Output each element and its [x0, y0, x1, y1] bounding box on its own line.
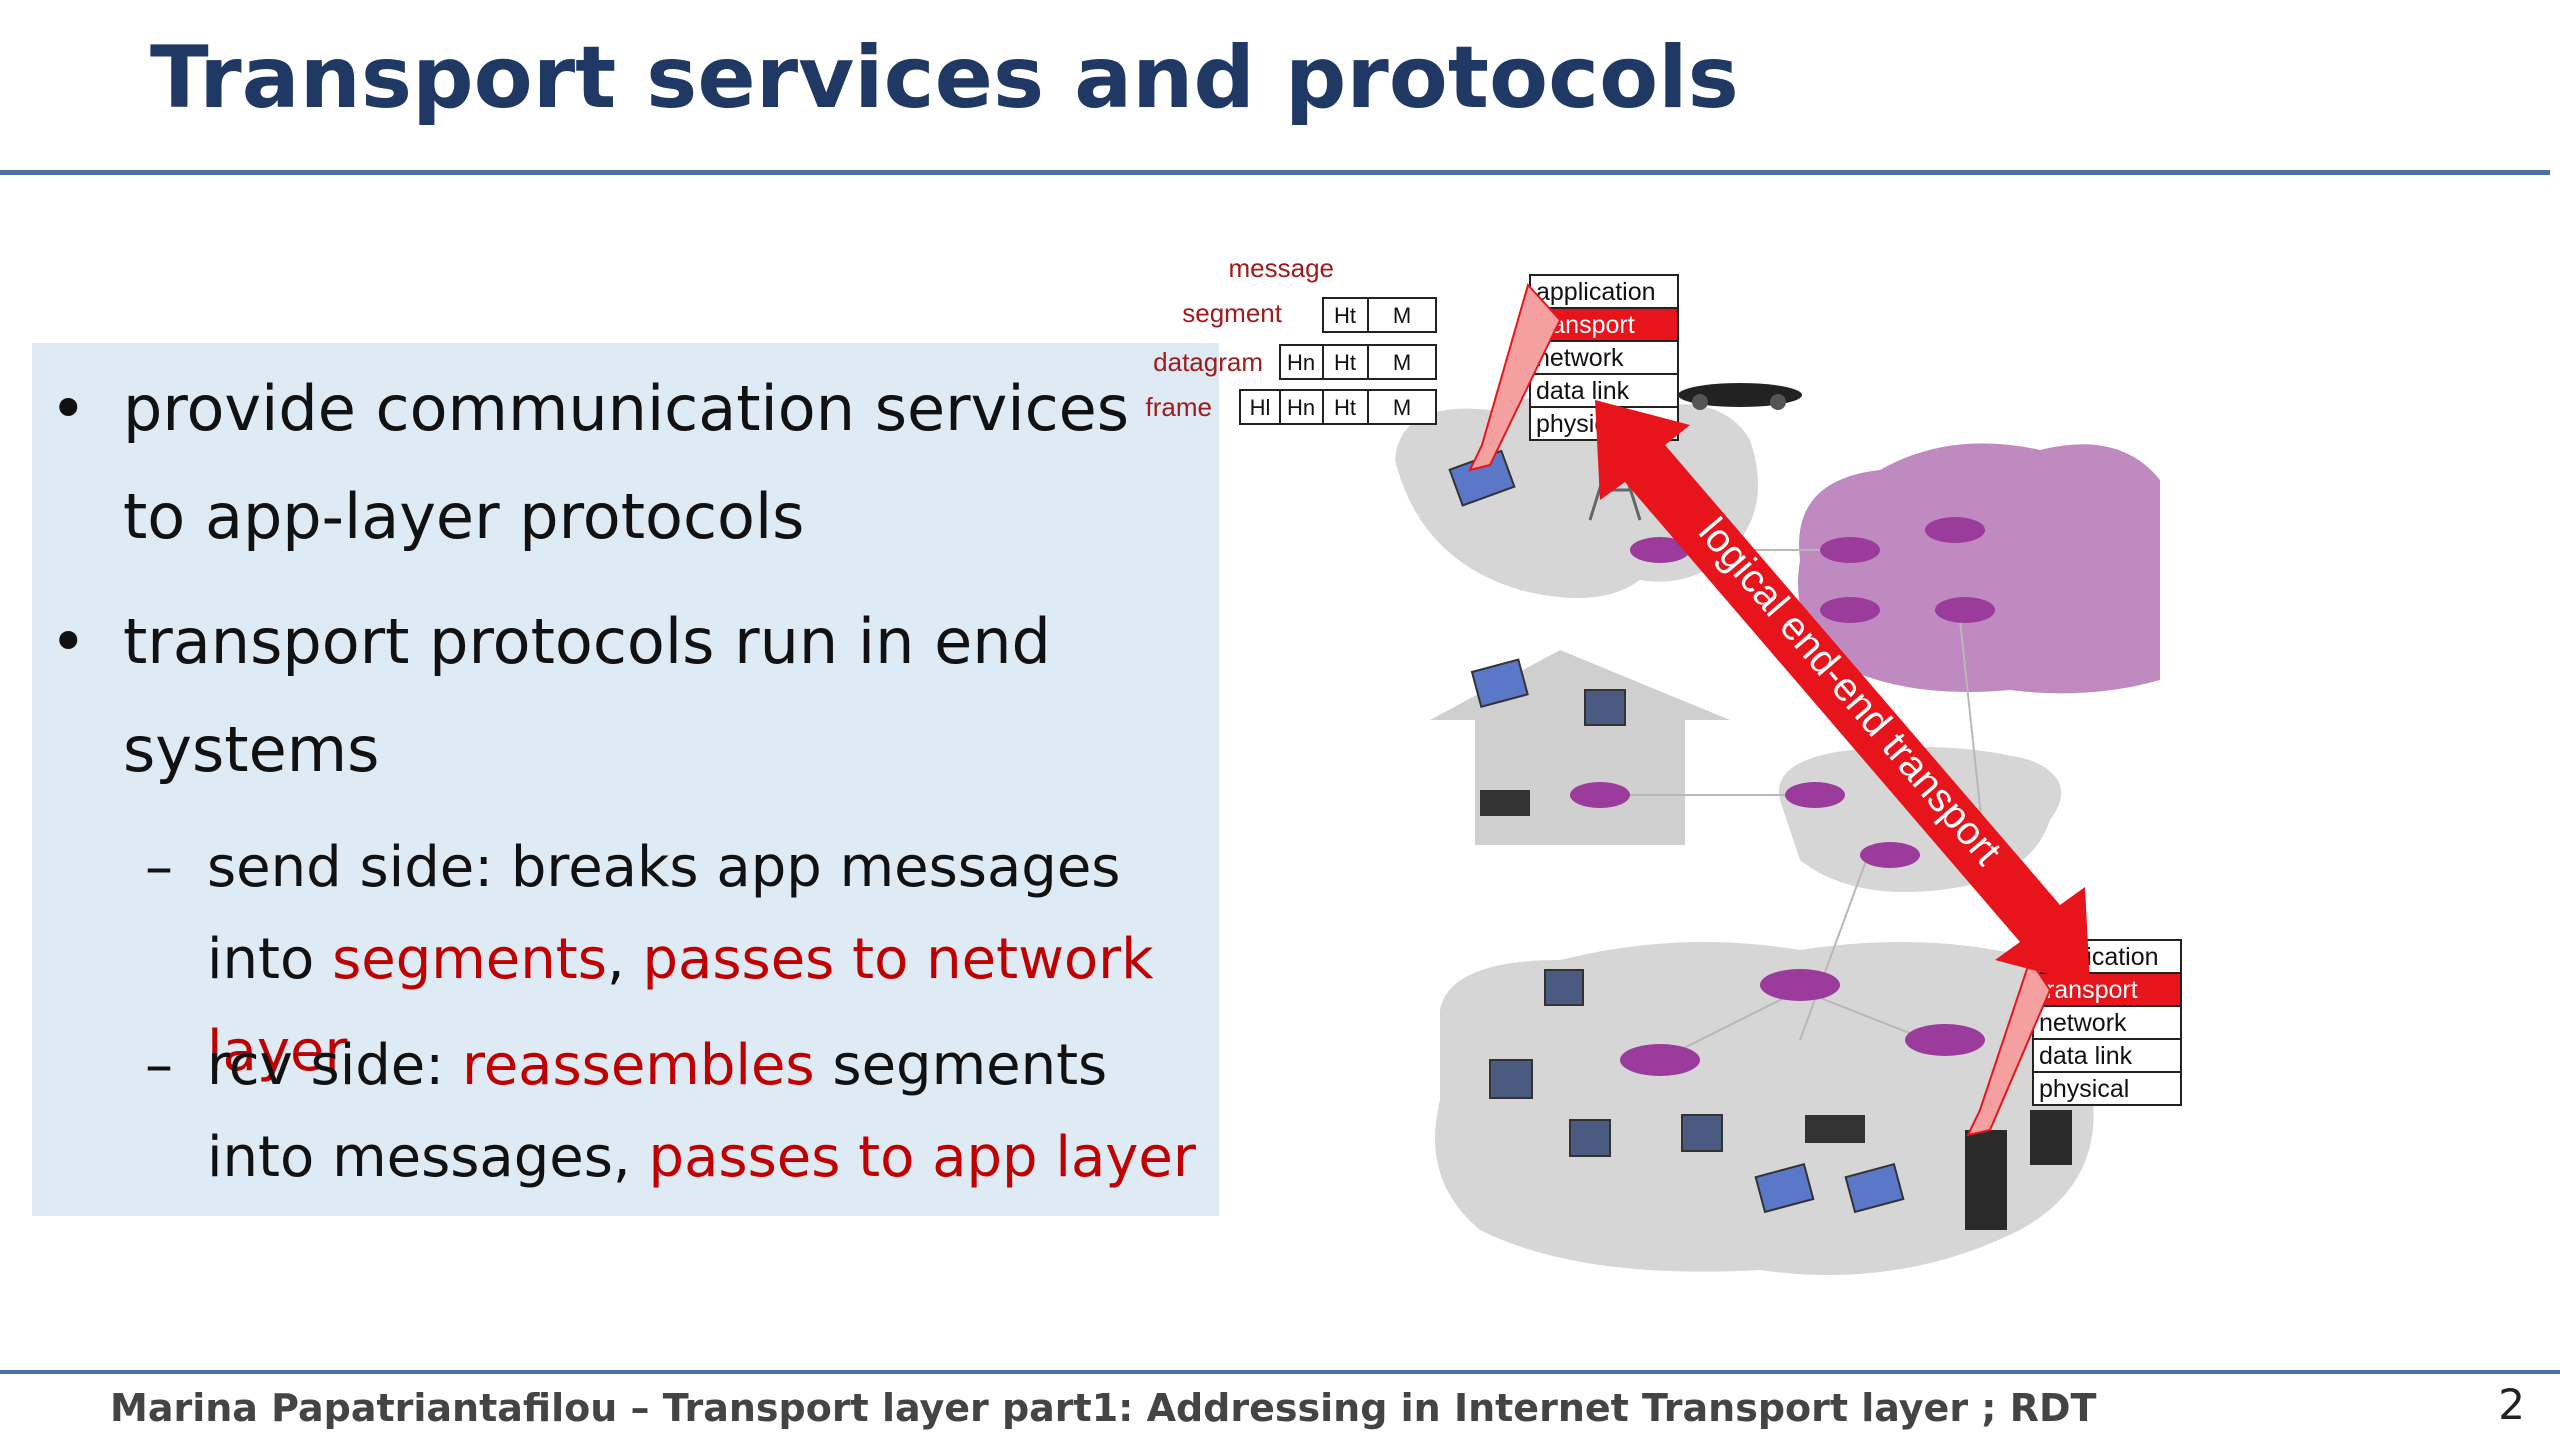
protocol-stack-bottom: application transport network data link …	[2032, 939, 2182, 1106]
content-box	[32, 343, 1219, 1216]
stack-bottom-layer-physical: physical	[2039, 1075, 2129, 1103]
frame-payload-m: M	[1393, 395, 1411, 420]
sub-2-red-2: passes to app layer	[648, 1125, 1196, 1190]
car-icon	[1678, 383, 1802, 410]
datagram-header-ht: Ht	[1334, 350, 1356, 375]
router-icon	[1570, 517, 1995, 1076]
bullet-1: • provide communication services to app-…	[50, 355, 1200, 571]
sub-1-red-2: passes to network layer	[207, 927, 1154, 1084]
sub-1-plain-1: send side: breaks app messages into	[207, 835, 1121, 992]
sub-bullet-2-text: rcv side: reassembles segments into mess…	[207, 1020, 1205, 1204]
pdu-labels: message segment datagram frame	[1146, 253, 1334, 422]
bullet-dot: •	[50, 605, 87, 678]
laptop-icon	[1448, 449, 1905, 1214]
slide-title: Transport services and protocols	[150, 28, 1739, 128]
sub-2-red-1: reassembles	[461, 1033, 815, 1098]
sub-2-plain-2: segments into messages,	[207, 1033, 1108, 1190]
frame-header-ht: Ht	[1334, 395, 1356, 420]
page-number: 2	[2498, 1380, 2525, 1429]
pdu-label-datagram: datagram	[1153, 347, 1263, 377]
stack-to-host-arrow-bottom	[1966, 957, 2052, 1137]
stack-top-layer-data-link: data link	[1536, 377, 1630, 405]
bullet-2-text: transport protocols run in end systems	[123, 605, 1051, 786]
stack-top-layer-network: network	[1536, 344, 1624, 372]
bullet-dot: •	[50, 372, 87, 445]
segment-header-ht: Ht	[1334, 303, 1356, 328]
footer-divider	[0, 1370, 2560, 1374]
network-diagram: message segment datagram frame Ht M Hn H…	[1146, 253, 2182, 1275]
sub-1-plain-2: ,	[606, 927, 643, 992]
bullet-1-text: provide communication services to app-la…	[123, 372, 1130, 553]
sub-2-plain-1: rcv side:	[207, 1033, 462, 1098]
bullet-2: • transport protocols run in end systems	[50, 588, 1200, 804]
sub-bullet-dash: –	[145, 835, 173, 900]
desktop-icon	[1489, 689, 1723, 1157]
sub-bullet-send-side: – send side: breaks app messages into se…	[145, 822, 1205, 1098]
segment-payload-m: M	[1393, 303, 1411, 328]
frame-header-hn: Hn	[1287, 395, 1315, 420]
footer-text: Marina Papatriantafilou – Transport laye…	[110, 1386, 2097, 1430]
server-icon	[1965, 1110, 2072, 1230]
stack-bottom-layer-data-link: data link	[2039, 1042, 2133, 1070]
pdu-header-boxes: Ht M Hn Ht M Hl Hn Ht M	[1239, 297, 1437, 425]
stack-bottom-layer-network: network	[2039, 1009, 2127, 1037]
sub-bullet-dash: –	[145, 1033, 173, 1098]
title-divider	[0, 170, 2550, 175]
datagram-header-hn: Hn	[1287, 350, 1315, 375]
sub-1-red-1: segments	[332, 927, 607, 992]
stack-top-layer-application: application	[1536, 278, 1656, 306]
stack-to-host-arrow-top	[1468, 283, 1562, 472]
frame-header-hl: Hl	[1250, 395, 1271, 420]
pdu-label-frame: frame	[1146, 392, 1212, 422]
datagram-payload-m: M	[1393, 350, 1411, 375]
sub-bullet-1-text: send side: breaks app messages into segm…	[207, 822, 1205, 1098]
home-network	[1430, 650, 1730, 845]
sub-bullet-rcv-side: – rcv side: reassembles segments into me…	[145, 1020, 1205, 1204]
pdu-label-segment: segment	[1182, 298, 1282, 328]
wireless-router-icon	[1480, 790, 1865, 1143]
pdu-label-message: message	[1229, 253, 1335, 283]
